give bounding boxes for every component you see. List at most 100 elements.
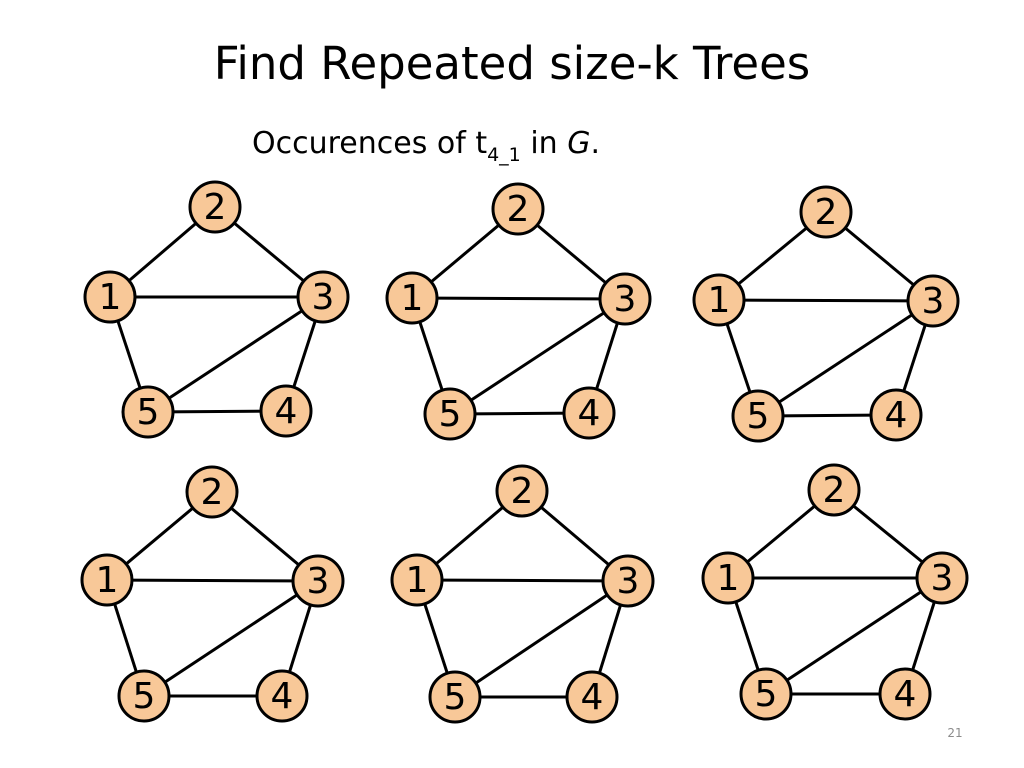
graph-node-1: 1 [692,273,746,327]
node-label: 1 [99,277,122,318]
node-circle [598,272,652,326]
subtitle-graph-name: G [567,126,591,161]
graph-edge-1-3 [411,296,626,301]
node-circle [807,463,861,517]
graph-edge-3-5 [765,576,943,696]
graph-node-2: 2 [807,463,861,517]
graph-node-4: 4 [869,388,923,442]
node-circle [495,464,549,518]
graph-node-2: 2 [495,464,549,518]
node-label: 2 [201,472,224,513]
node-label: 5 [747,396,770,437]
subtitle-prefix: Occurences of t [252,126,488,161]
node-label: 4 [581,677,604,718]
node-circle [423,387,477,441]
node-label: 3 [617,561,640,602]
node-label: 5 [133,676,156,717]
graph-node-5: 5 [423,387,477,441]
slide-subtitle: Occurences of t4_1 in G. [252,124,600,166]
node-circle [601,554,655,608]
graph-node-5: 5 [121,385,175,439]
node-circle [121,385,175,439]
node-label: 2 [204,187,227,228]
graph-node-3: 3 [296,270,350,324]
node-circle [565,670,619,724]
node-label: 4 [271,676,294,717]
graph-edge-3-5 [143,579,319,698]
node-label: 4 [578,393,601,434]
graph-edge-1-3 [718,298,934,303]
graph-node-1: 1 [390,553,444,607]
graph-node-2: 2 [491,182,545,236]
graph-edge-1-3 [416,578,629,583]
node-circle [291,554,345,608]
graph-node-3: 3 [601,554,655,608]
node-label: 3 [922,281,945,322]
node-circle [255,669,309,723]
graph-node-4: 4 [565,670,619,724]
slide-title: Find Repeated size-k Trees [213,37,811,90]
node-label: 4 [894,674,917,715]
node-label: 2 [511,471,534,512]
node-label: 1 [96,560,119,601]
node-label: 1 [708,280,731,321]
node-label: 3 [614,279,637,320]
node-label: 5 [137,392,160,433]
node-circle [83,270,137,324]
node-circle [799,185,853,239]
node-circle [117,669,171,723]
node-circle [739,667,793,721]
graph-node-3: 3 [906,274,960,328]
node-circle [385,271,439,325]
node-label: 5 [755,674,778,715]
node-label: 1 [406,560,429,601]
node-circle [731,389,785,443]
node-circle [701,551,755,605]
node-circle [562,386,616,440]
node-circle [296,270,350,324]
graph-node-5: 5 [117,669,171,723]
node-circle [915,551,969,605]
graph-occurrence: 1 2 3 4 5 [390,464,655,724]
graph-occurrence: 1 2 3 4 5 [692,185,960,443]
node-circle [259,384,313,438]
graph-node-5: 5 [428,670,482,724]
node-label: 3 [307,561,330,602]
graph-node-3: 3 [598,272,652,326]
graph-node-3: 3 [915,551,969,605]
graph-occurrence: 1 2 3 4 5 [83,180,350,439]
node-circle [878,667,932,721]
node-label: 4 [275,391,298,432]
node-label: 2 [823,470,846,511]
node-circle [869,388,923,442]
graph-node-2: 2 [188,180,242,234]
subtitle-suffix: . [590,126,600,161]
graph-node-4: 4 [259,384,313,438]
graph-node-4: 4 [878,667,932,721]
node-circle [185,465,239,519]
node-label: 3 [312,277,335,318]
node-label: 3 [931,558,954,599]
graph-node-5: 5 [739,667,793,721]
node-label: 2 [815,192,838,233]
graph-edge-3-5 [454,579,629,699]
graph-edge-3-5 [147,295,324,414]
subtitle-subscript: 4_1 [487,144,521,166]
page-number: 21 [947,726,963,740]
graph-node-5: 5 [731,389,785,443]
graph-occurrence: 1 2 3 4 5 [80,465,345,723]
graph-node-4: 4 [255,669,309,723]
graph-edge-3-5 [757,299,934,418]
graph-edge-1-3 [106,578,319,583]
node-circle [491,182,545,236]
node-label: 5 [444,677,467,718]
node-circle [428,670,482,724]
node-circle [80,553,134,607]
node-label: 2 [507,189,530,230]
graph-node-4: 4 [562,386,616,440]
graph-edge-3-5 [449,297,626,416]
node-circle [906,274,960,328]
